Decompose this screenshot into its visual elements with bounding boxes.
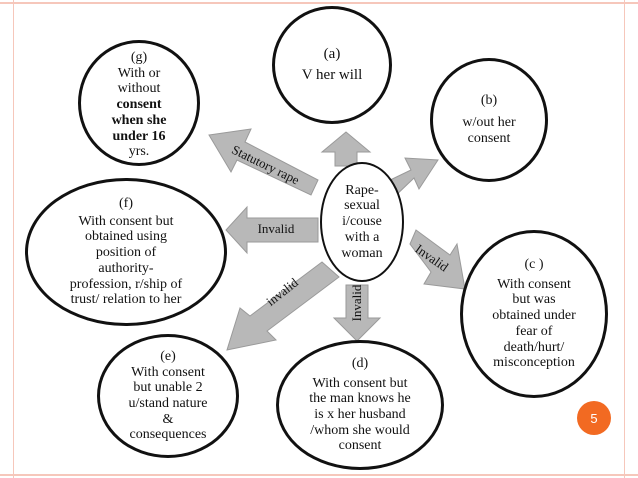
arrow-label-f: Invalid: [258, 221, 295, 236]
arrow-label-statutory: Statutory rape: [229, 142, 302, 188]
node-g-bold-3: under 16: [112, 128, 166, 144]
node-f-line-4: authority-: [98, 260, 154, 276]
frame-right-line: [624, 0, 625, 478]
node-e-line-5: consequences: [129, 427, 207, 443]
node-d: (d) With consent but the man knows he is…: [276, 340, 444, 470]
node-g-bold-1: consent: [116, 97, 162, 113]
node-f: (f) With consent but obtained using posi…: [25, 178, 227, 326]
frame-top-line: [0, 2, 638, 4]
center-line-2: sexual: [344, 198, 380, 214]
frame-left-line: [13, 0, 14, 478]
center-node: Rape- sexual i/couse with a woman: [320, 162, 404, 282]
node-g-line-2: without: [117, 81, 161, 97]
node-a-line-1: V her will: [301, 67, 363, 83]
node-e-line-3: u/stand nature: [128, 396, 208, 411]
arrow-to-a: [320, 131, 372, 167]
node-g-line-1: With or: [117, 65, 161, 81]
arrow-to-g: [208, 128, 319, 196]
arrow-to-d: [332, 284, 382, 342]
node-f-line-5: profession, r/ship of: [69, 276, 183, 292]
node-c-line-6: misconception: [493, 355, 575, 371]
node-e-line-1: With consent: [131, 364, 205, 380]
arrow-to-c: [409, 229, 466, 290]
arrow-to-f: [225, 205, 319, 255]
node-e: (e) With consent but unable 2 u/stand na…: [97, 334, 239, 458]
page-number-badge: 5: [577, 401, 611, 435]
node-g-letter: (g): [130, 50, 148, 66]
center-line-1: Rape-: [345, 182, 379, 198]
center-line-5: woman: [341, 245, 383, 261]
node-a-letter: (a): [323, 46, 341, 63]
node-c-line-5: death/hurt/: [503, 339, 565, 355]
node-b-letter: (b): [480, 93, 498, 109]
node-b-line-2: consent: [467, 130, 511, 146]
node-e-line-2: but unable 2: [133, 380, 203, 396]
center-line-3: i/couse: [342, 214, 382, 230]
arrow-label-d: Invalid: [349, 284, 364, 321]
node-f-line-3: position of: [95, 245, 157, 261]
node-c-line-2: but was: [512, 292, 556, 308]
node-e-letter: (e): [160, 348, 176, 364]
frame-bottom-line: [0, 474, 638, 476]
node-g-tail: yrs.: [128, 144, 150, 160]
node-f-line-6: trust/ relation to her: [70, 292, 182, 308]
node-d-line-4: /whom she would: [310, 422, 410, 438]
node-a: (a) V her will: [272, 6, 392, 124]
node-f-letter: (f): [119, 196, 133, 212]
node-c-line-4: fear of: [515, 323, 553, 339]
node-g-bold-2: when she: [111, 112, 167, 128]
node-c-letter: (c ): [524, 257, 544, 273]
node-b: (b) w/out her consent: [430, 58, 548, 182]
arrow-to-e: [226, 261, 340, 351]
node-d-line-3: is x her husband: [314, 407, 406, 422]
node-f-line-1: With consent but: [78, 213, 174, 229]
center-line-4: with a: [344, 229, 380, 245]
node-c: (c ) With consent but was obtained under…: [460, 230, 608, 398]
node-c-line-3: obtained under: [492, 308, 576, 324]
node-d-line-2: the man knows he: [309, 391, 411, 407]
node-b-line-1: w/out her: [462, 115, 516, 131]
node-d-line-1: With consent but: [312, 375, 408, 391]
node-d-line-5: consent: [338, 438, 382, 454]
node-c-line-1: With consent: [497, 276, 571, 292]
node-g: (g) With or without consent when she und…: [78, 40, 200, 166]
node-d-letter: (d): [351, 355, 369, 371]
node-f-line-2: obtained using: [84, 229, 168, 245]
node-e-line-4: &: [162, 411, 174, 427]
